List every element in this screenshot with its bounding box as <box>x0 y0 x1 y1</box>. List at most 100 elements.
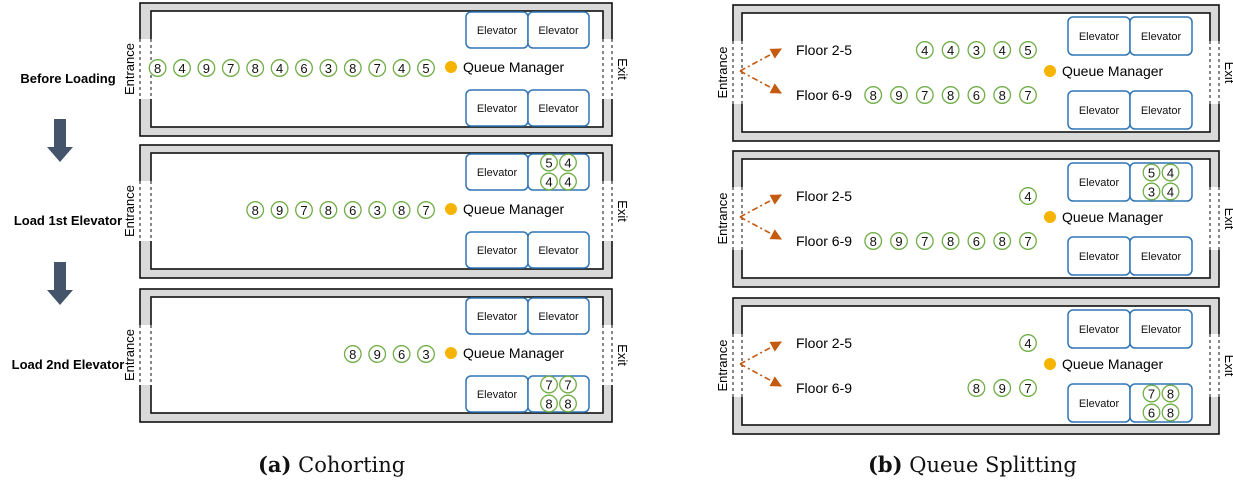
queue-manager-label: Queue Manager <box>463 345 565 361</box>
elevator <box>527 11 590 49</box>
elevator <box>1129 162 1193 202</box>
queue-manager-dot <box>1044 65 1056 77</box>
exit-label: Exit <box>1222 62 1233 84</box>
exit-label: Exit <box>1222 208 1233 230</box>
person-4-circle <box>392 59 411 77</box>
person-7-label: 7 <box>1024 88 1031 103</box>
elevator <box>1129 90 1193 130</box>
entrance-opening <box>732 334 743 397</box>
person-5-circle <box>1142 163 1161 182</box>
elevator <box>527 89 590 127</box>
route-arrow-bottom <box>739 363 782 387</box>
person-8-label: 8 <box>1167 387 1174 402</box>
person-4-label: 4 <box>1167 185 1174 200</box>
queue-manager-dot <box>1044 211 1056 223</box>
exit-opening <box>1209 334 1220 397</box>
person-4-circle <box>270 59 289 77</box>
person-5-label: 5 <box>545 156 552 171</box>
person-6-circle <box>967 232 986 250</box>
person-6-label: 6 <box>973 88 980 103</box>
person-9-label: 9 <box>895 88 902 103</box>
person-9-circle <box>890 232 908 250</box>
person-8-circle <box>993 86 1012 104</box>
elevator-label: Elevator <box>1079 251 1120 263</box>
floor-label-top: Floor 2-5 <box>796 42 852 58</box>
exit-opening <box>1209 187 1220 250</box>
queue-manager-dot <box>1044 358 1056 370</box>
person-7-circle <box>915 86 934 104</box>
floor-label-bottom: Floor 6-9 <box>796 380 852 396</box>
person-7-circle <box>559 375 577 394</box>
person-7-label: 7 <box>227 61 234 76</box>
elevator-label: Elevator <box>477 245 518 257</box>
person-7-circle <box>1142 384 1161 403</box>
elevator-label: Elevator <box>1141 105 1182 117</box>
person-7-circle <box>1019 232 1037 250</box>
cohorting-caption-text: Cohorting <box>298 453 406 477</box>
exit-opening <box>602 181 613 241</box>
person-4-circle <box>540 172 558 191</box>
entrance-opening <box>139 181 152 241</box>
person-6-circle <box>967 86 986 104</box>
person-5-label: 5 <box>1024 43 1031 58</box>
person-8-label: 8 <box>349 347 356 362</box>
person-8-circle <box>319 201 338 219</box>
person-5-circle <box>540 153 558 172</box>
step-label: Load 2nd Elevator <box>12 357 125 372</box>
person-9-label: 9 <box>203 61 210 76</box>
elevator <box>1129 16 1193 56</box>
person-4-label: 4 <box>564 175 571 190</box>
person-8-label: 8 <box>252 203 259 218</box>
person-9-circle <box>270 201 289 219</box>
person-4-label: 4 <box>1024 189 1031 204</box>
route-arrow-top <box>739 341 782 365</box>
person-4-circle <box>1019 334 1037 352</box>
elevator <box>1129 309 1193 349</box>
person-7-label: 7 <box>545 378 552 393</box>
person-7-circle <box>368 59 387 77</box>
person-4-label: 4 <box>1167 166 1174 181</box>
floor-label-top: Floor 2-5 <box>796 335 852 351</box>
person-8-circle <box>246 59 265 77</box>
person-6-label: 6 <box>398 347 405 362</box>
step-arrow-head <box>47 290 73 305</box>
person-8-circle <box>540 394 558 413</box>
person-9-circle <box>890 86 908 104</box>
person-7-label: 7 <box>921 88 928 103</box>
elevator-label: Elevator <box>538 245 579 257</box>
person-4-label: 4 <box>545 175 552 190</box>
entrance-label: Entrance <box>715 339 730 391</box>
elevator-label: Elevator <box>1079 398 1120 410</box>
route-arrow-bottom <box>739 216 782 240</box>
person-8-circle <box>148 59 167 77</box>
person-7-label: 7 <box>1148 387 1155 402</box>
person-3-label: 3 <box>422 347 429 362</box>
person-3-label: 3 <box>374 203 381 218</box>
person-9-label: 9 <box>999 381 1006 396</box>
elevator <box>527 297 590 335</box>
person-4-label: 4 <box>1024 336 1031 351</box>
elevator <box>1129 236 1193 276</box>
person-8-circle <box>343 345 362 363</box>
person-4-circle <box>559 172 577 191</box>
exit-opening <box>602 325 613 385</box>
person-4-label: 4 <box>921 43 928 58</box>
person-4-circle <box>1161 163 1180 182</box>
person-6-label: 6 <box>973 234 980 249</box>
elevator-label: Elevator <box>1079 31 1120 43</box>
person-8-circle <box>392 201 411 219</box>
floor-label-bottom: Floor 6-9 <box>796 233 852 249</box>
person-8-circle <box>967 379 986 397</box>
person-7-label: 7 <box>374 61 381 76</box>
person-7-label: 7 <box>1024 381 1031 396</box>
route-arrow-bottom <box>739 70 782 94</box>
elevator-label: Elevator <box>477 311 518 323</box>
queue-splitting-caption: (b) Queue Splitting <box>868 452 1077 477</box>
entrance-opening <box>139 325 152 385</box>
person-8-label: 8 <box>999 234 1006 249</box>
exit-label: Exit <box>1222 355 1233 377</box>
